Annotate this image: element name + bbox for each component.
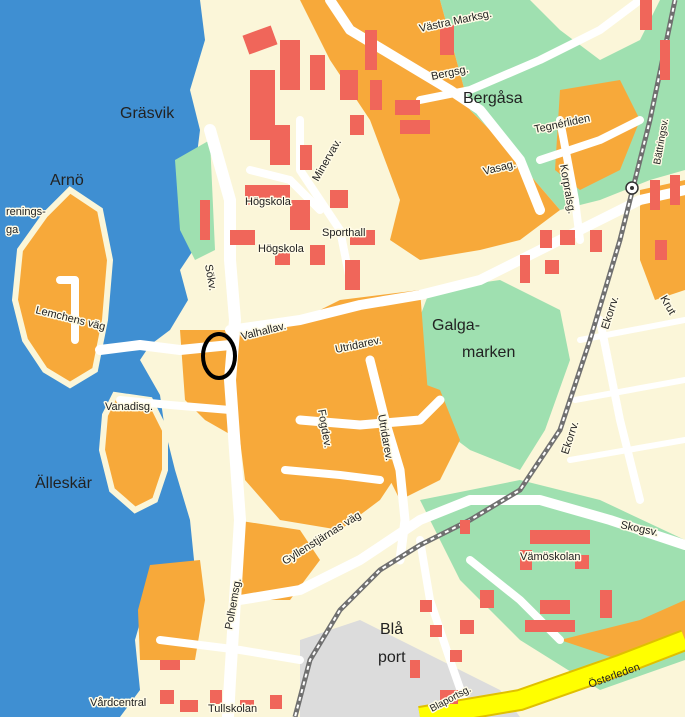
label-vardcentral: Vårdcentral bbox=[90, 697, 146, 709]
label-vanadisg: Vanadisg. bbox=[105, 401, 153, 413]
residential-utridarev bbox=[360, 360, 460, 500]
label-galga: Galga- bbox=[432, 317, 480, 334]
label-marken: marken bbox=[462, 344, 515, 361]
residential-east bbox=[555, 80, 640, 190]
island-arno bbox=[11, 186, 114, 389]
label-vamoskolan: Vämöskolan bbox=[520, 551, 581, 563]
label-hogskola-2: Högskola bbox=[258, 243, 305, 255]
location-marker[interactable] bbox=[201, 332, 237, 380]
railway-ties bbox=[294, 0, 676, 717]
island-alleskar bbox=[98, 391, 168, 514]
label-sporthall: Sporthall bbox=[322, 227, 365, 239]
water-body bbox=[0, 0, 205, 717]
station-icon bbox=[625, 181, 639, 195]
label-port: port bbox=[378, 649, 406, 666]
shore-southwest bbox=[138, 560, 205, 660]
label-arno: Arnö bbox=[50, 172, 84, 189]
label-bergasa: Bergåsa bbox=[463, 89, 523, 107]
label-forenings-2: ga bbox=[6, 224, 19, 236]
residential-polhem bbox=[235, 520, 320, 600]
residential-centre bbox=[180, 290, 430, 530]
label-hogskola-1: Högskola bbox=[245, 196, 292, 208]
label-tullskolan: Tullskolan bbox=[208, 703, 257, 715]
label-grasvik: Gräsvik bbox=[120, 105, 175, 122]
label-alleskar: Älleskär bbox=[35, 474, 93, 492]
label-bla: Blå bbox=[380, 620, 403, 638]
label-forenings-1: renings- bbox=[6, 206, 46, 218]
road-network bbox=[56, 0, 685, 717]
buildings bbox=[160, 0, 680, 712]
highway-osterleden-fill bbox=[418, 631, 685, 717]
